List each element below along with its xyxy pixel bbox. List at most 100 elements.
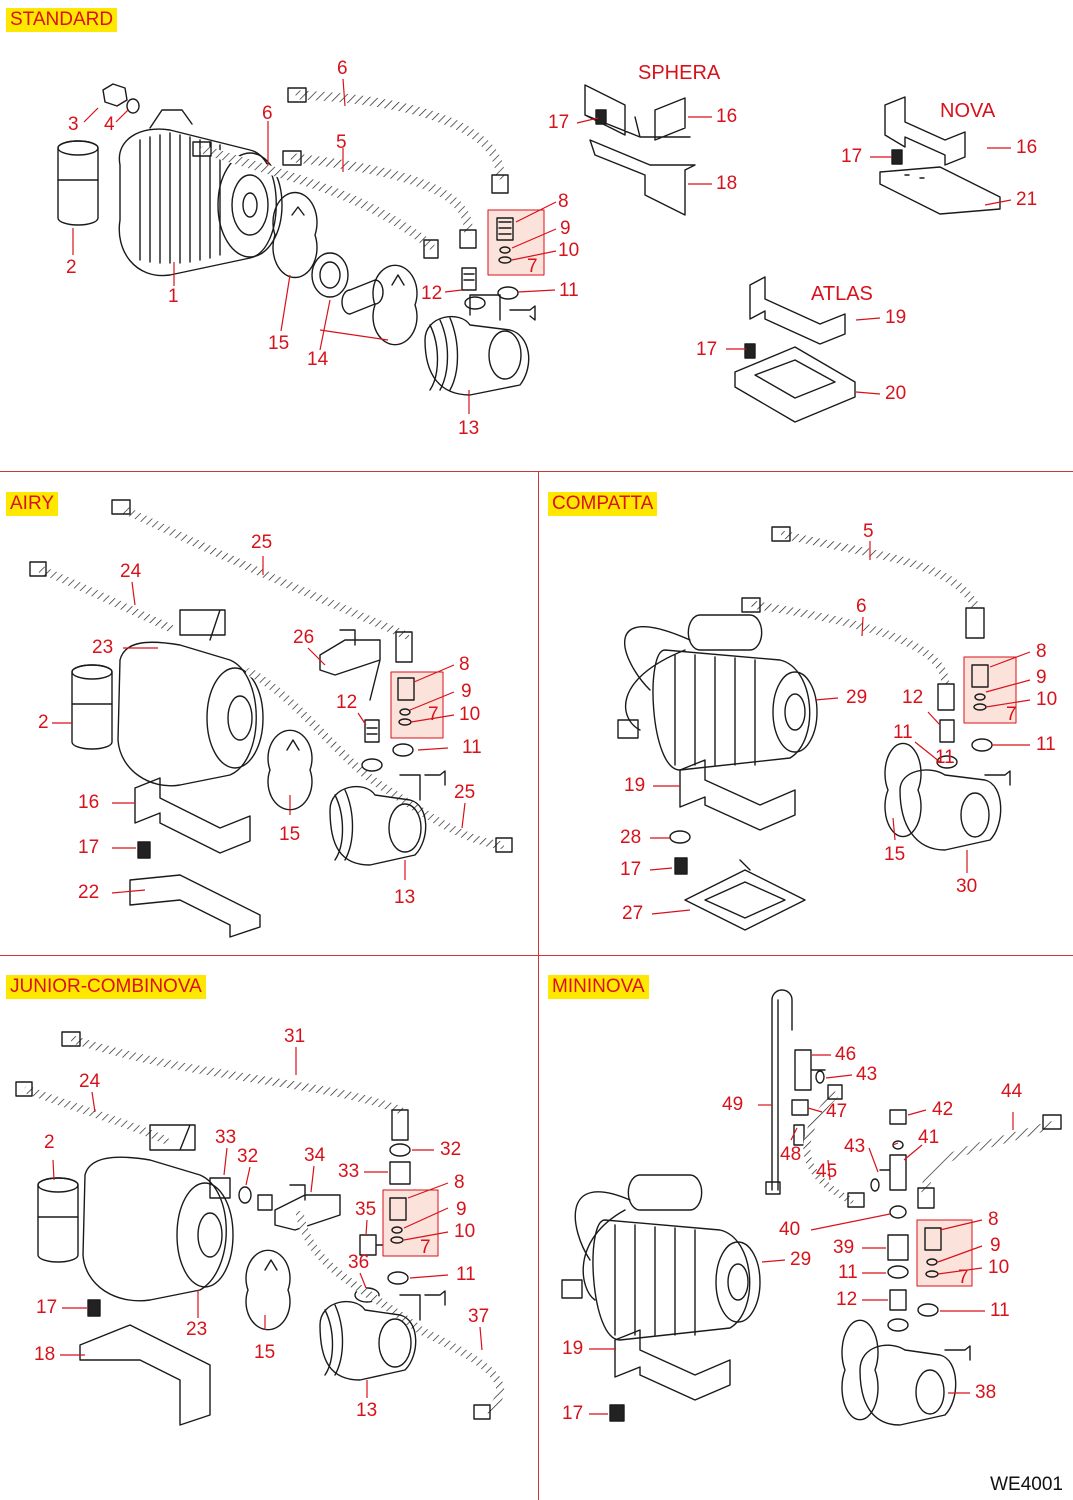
callout: 12	[421, 283, 443, 304]
callout: 2	[66, 257, 77, 278]
section-title-compatta: COMPATTA	[548, 492, 658, 516]
callout: 11	[456, 1264, 476, 1285]
callout: 22	[78, 882, 100, 903]
fitting-12-compatta	[939, 719, 955, 743]
callout: 12	[902, 687, 924, 708]
cap-42	[889, 1109, 907, 1125]
callout: 3	[68, 114, 79, 135]
fitting-12-mininova	[889, 1289, 907, 1311]
motor-1	[118, 109, 283, 277]
callout: 31	[284, 1026, 306, 1047]
callout: 1	[168, 286, 179, 307]
seal-14	[311, 252, 349, 298]
hose-31	[71, 1036, 404, 1114]
callout: 5	[336, 132, 347, 153]
foot-17-compatta	[674, 857, 688, 875]
seal-36	[354, 1287, 380, 1303]
callout: 11	[1036, 734, 1056, 755]
callout: 29	[846, 687, 868, 708]
callout: 25	[251, 532, 273, 553]
pump-38	[841, 1319, 971, 1426]
callout: 11	[893, 722, 913, 743]
tee-41	[879, 1154, 907, 1191]
callout: 14	[307, 349, 329, 370]
callout: 17	[696, 339, 718, 360]
callout: 36	[348, 1252, 370, 1273]
callout: 15	[254, 1342, 276, 1363]
callout: 10	[454, 1221, 476, 1242]
callout: 24	[120, 561, 142, 582]
callout: 13	[394, 887, 416, 908]
callout: 9	[456, 1199, 467, 1220]
callout: 11	[462, 737, 482, 758]
callout: 10	[558, 240, 580, 261]
callout: 42	[932, 1099, 954, 1120]
callout: 11	[838, 1262, 858, 1283]
foot-17-mininova	[609, 1404, 625, 1422]
ring-28	[669, 830, 691, 844]
callout: 41	[918, 1127, 940, 1148]
callout: 8	[1036, 641, 1047, 662]
section-title-airy: AIRY	[6, 492, 59, 516]
callout: 2	[44, 1132, 55, 1153]
callout: 16	[78, 792, 100, 813]
callout: 12	[336, 692, 358, 713]
callout: 6	[262, 103, 273, 124]
callout: 49	[722, 1094, 744, 1115]
callout: 19	[624, 775, 646, 796]
callout: 26	[293, 627, 315, 648]
callout: 17	[548, 112, 570, 133]
callout: 17	[78, 837, 100, 858]
hose-6-upper	[200, 145, 435, 250]
callout: 18	[716, 173, 738, 194]
callout: 15	[268, 333, 290, 354]
callout: 7	[420, 1237, 431, 1258]
callout: 17	[36, 1297, 58, 1318]
callout: 5	[863, 521, 874, 542]
fitting-12-airy	[364, 719, 380, 743]
bracket-19-compatta	[679, 759, 796, 831]
hose-6-compatta	[751, 601, 949, 684]
pipe-26	[319, 629, 381, 701]
section-title-junior-combinova: JUNIOR-COMBINOVA	[6, 975, 206, 999]
callout: 43	[856, 1064, 878, 1085]
callout: 11	[559, 280, 579, 301]
callout: 8	[459, 654, 470, 675]
foot-17-junior	[87, 1299, 101, 1317]
pump-30	[884, 742, 1011, 851]
plate-22	[129, 874, 261, 938]
callout: 25	[454, 782, 476, 803]
bracket-sphera	[584, 84, 696, 216]
divider-vertical	[538, 471, 539, 1500]
callout: 9	[461, 681, 472, 702]
callout: 6	[337, 58, 348, 79]
callout: 7	[527, 256, 538, 277]
drawing-code: WE4001	[990, 1474, 1063, 1495]
callout: 11	[990, 1300, 1010, 1321]
callout: 38	[975, 1382, 997, 1403]
callout: 43	[844, 1136, 866, 1157]
callout: 7	[428, 704, 439, 725]
clamp-15	[272, 191, 318, 279]
foot-17-airy	[137, 841, 151, 859]
callout: 32	[237, 1146, 259, 1167]
section-title-mininova: MININOVA	[548, 975, 649, 999]
callout: 9	[560, 218, 571, 239]
fitting-12	[461, 267, 477, 291]
fitting-33-left	[209, 1177, 231, 1199]
callout: 19	[885, 307, 907, 328]
oring-43-bottom	[870, 1178, 880, 1192]
callout: 33	[215, 1127, 237, 1148]
callout: 48	[780, 1144, 802, 1165]
callout: 17	[620, 859, 642, 880]
callout: 24	[79, 1071, 101, 1092]
foot-17-nova	[891, 149, 903, 165]
callout: 8	[454, 1172, 465, 1193]
tube-49	[771, 989, 793, 1191]
hose-5	[290, 153, 473, 235]
valve-8	[496, 217, 514, 241]
hose-24	[38, 566, 174, 632]
foot-17-atlas	[744, 343, 756, 359]
callout: 35	[355, 1199, 377, 1220]
